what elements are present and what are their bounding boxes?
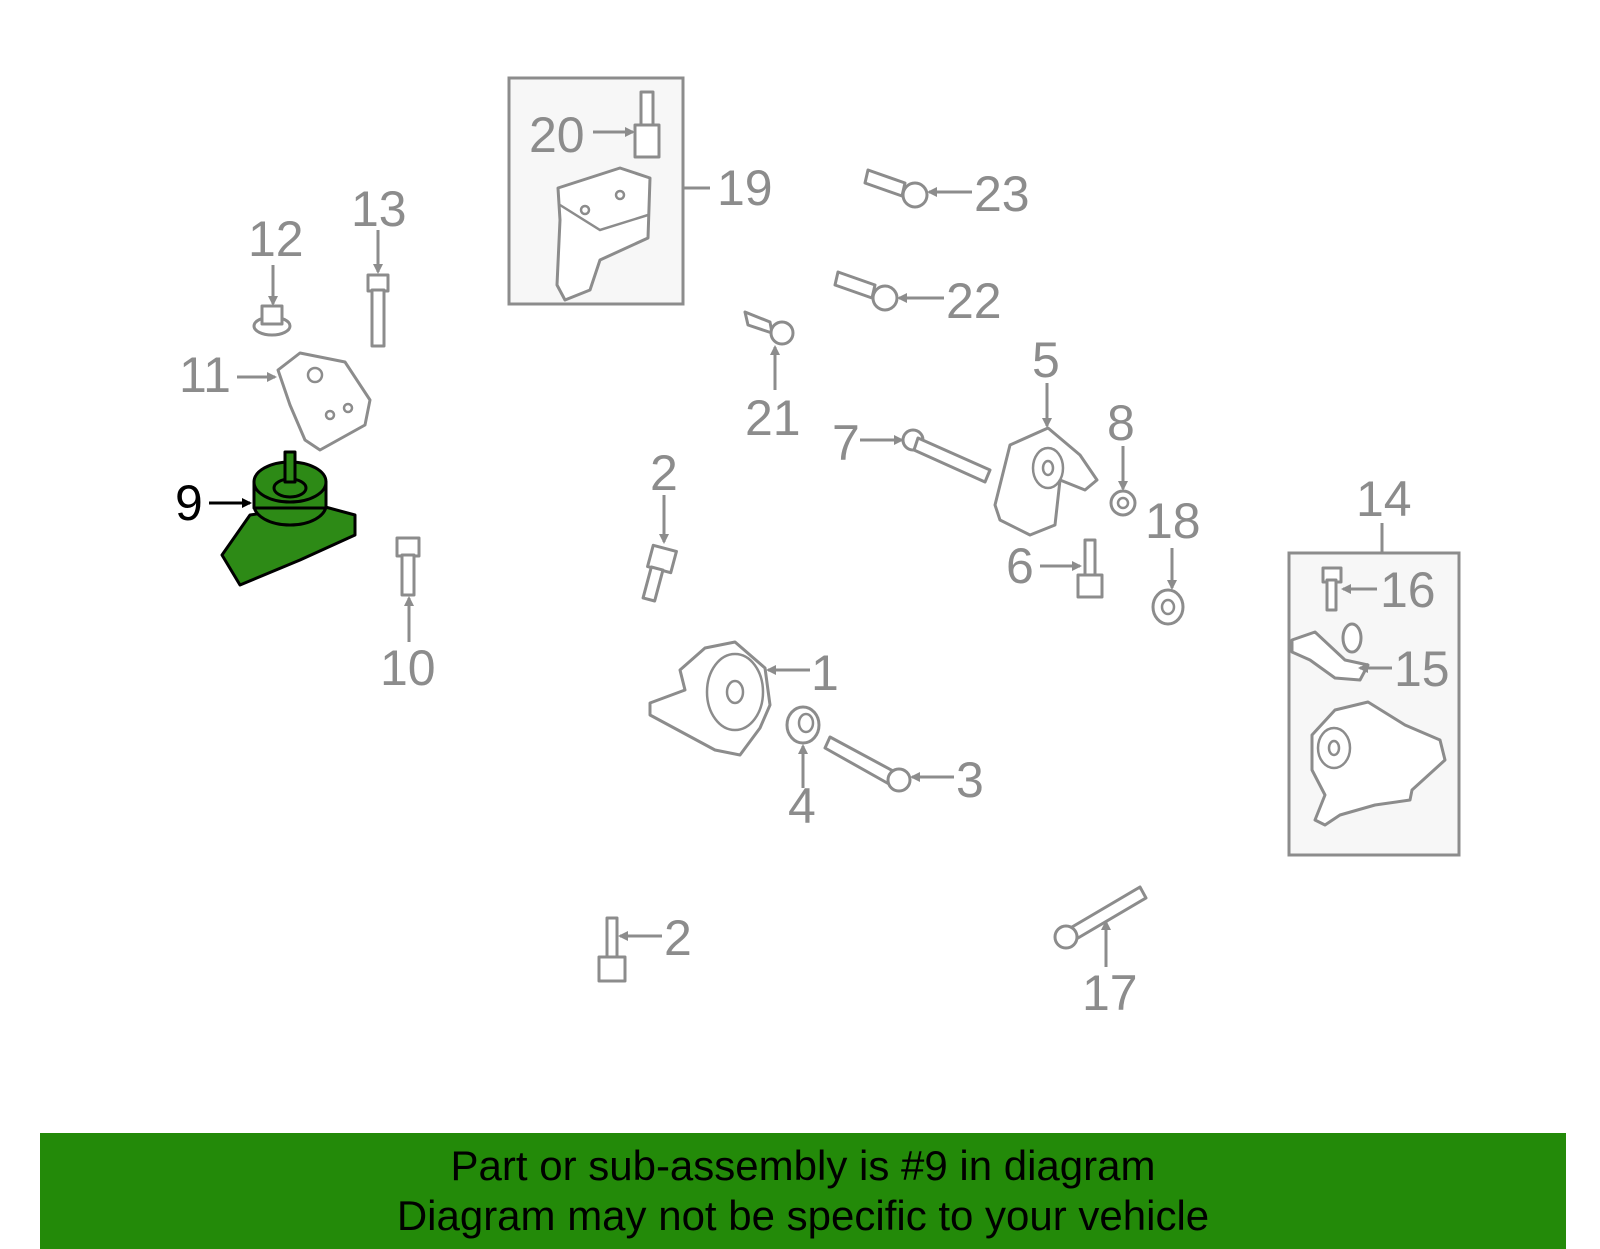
part-4-nut[interactable] <box>785 705 821 745</box>
callout-14[interactable]: 14 <box>1356 471 1412 527</box>
part-15-bracket[interactable] <box>1290 622 1370 682</box>
callout-7[interactable]: 7 <box>832 415 860 471</box>
part-23-bolt[interactable] <box>863 168 929 209</box>
part-16-bolt[interactable] <box>1321 566 1343 612</box>
callout-9[interactable]: 9 <box>175 475 203 531</box>
callout-2-upper[interactable]: 2 <box>650 445 678 501</box>
callout-1[interactable]: 1 <box>811 645 839 701</box>
banner-line-2: Diagram may not be specific to your vehi… <box>396 1192 1210 1239</box>
callout-10[interactable]: 10 <box>380 640 436 696</box>
part-14-mount-assembly[interactable] <box>1310 700 1447 827</box>
callout-23[interactable]: 23 <box>974 166 1030 222</box>
callout-6[interactable]: 6 <box>1006 538 1034 594</box>
callout-16[interactable]: 16 <box>1380 562 1436 618</box>
part-9-engine-mount[interactable] <box>220 450 357 587</box>
callout-4[interactable]: 4 <box>788 778 816 834</box>
part-3-bolt[interactable] <box>823 735 912 793</box>
part-12-nut[interactable] <box>252 304 292 337</box>
callout-20[interactable]: 20 <box>529 107 585 163</box>
part-7-bolt[interactable] <box>901 428 992 484</box>
part-5-mount[interactable] <box>993 426 1099 537</box>
banner-line-1: Part or sub-assembly is #9 in diagram <box>450 1142 1156 1189</box>
callout-22[interactable]: 22 <box>946 273 1002 329</box>
callout-8[interactable]: 8 <box>1107 395 1135 451</box>
part-11-bracket[interactable] <box>276 351 372 452</box>
part-2-bolt-upper[interactable] <box>641 543 678 603</box>
callout-15[interactable]: 15 <box>1394 641 1450 697</box>
callout-13[interactable]: 13 <box>351 181 407 237</box>
part-18-washer[interactable] <box>1151 588 1185 626</box>
part-1-mount[interactable] <box>648 640 772 757</box>
part-22-bolt[interactable] <box>833 270 899 312</box>
part-10-bolt[interactable] <box>395 536 421 597</box>
part-19-bracket[interactable] <box>555 166 652 302</box>
callout-2-lower[interactable]: 2 <box>664 910 692 966</box>
part-17-bolt[interactable] <box>1053 885 1148 950</box>
part-8-nut[interactable] <box>1109 489 1137 517</box>
callout-5[interactable]: 5 <box>1032 332 1060 388</box>
part-21-bolt[interactable] <box>743 310 795 346</box>
callout-21[interactable]: 21 <box>745 390 801 446</box>
callout-3[interactable]: 3 <box>956 752 984 808</box>
callout-11[interactable]: 11 <box>179 347 231 403</box>
callout-19[interactable]: 19 <box>717 160 773 216</box>
callout-12[interactable]: 12 <box>248 211 304 267</box>
callout-17[interactable]: 17 <box>1082 965 1138 1021</box>
part-20-stud[interactable] <box>633 90 661 159</box>
callout-18[interactable]: 18 <box>1145 493 1201 549</box>
info-banner: Part or sub-assembly is #9 in diagram Di… <box>40 1133 1566 1249</box>
part-13-bolt[interactable] <box>366 273 390 348</box>
part-2-bolt-lower[interactable] <box>597 916 627 983</box>
part-6-bolt[interactable] <box>1076 538 1104 599</box>
